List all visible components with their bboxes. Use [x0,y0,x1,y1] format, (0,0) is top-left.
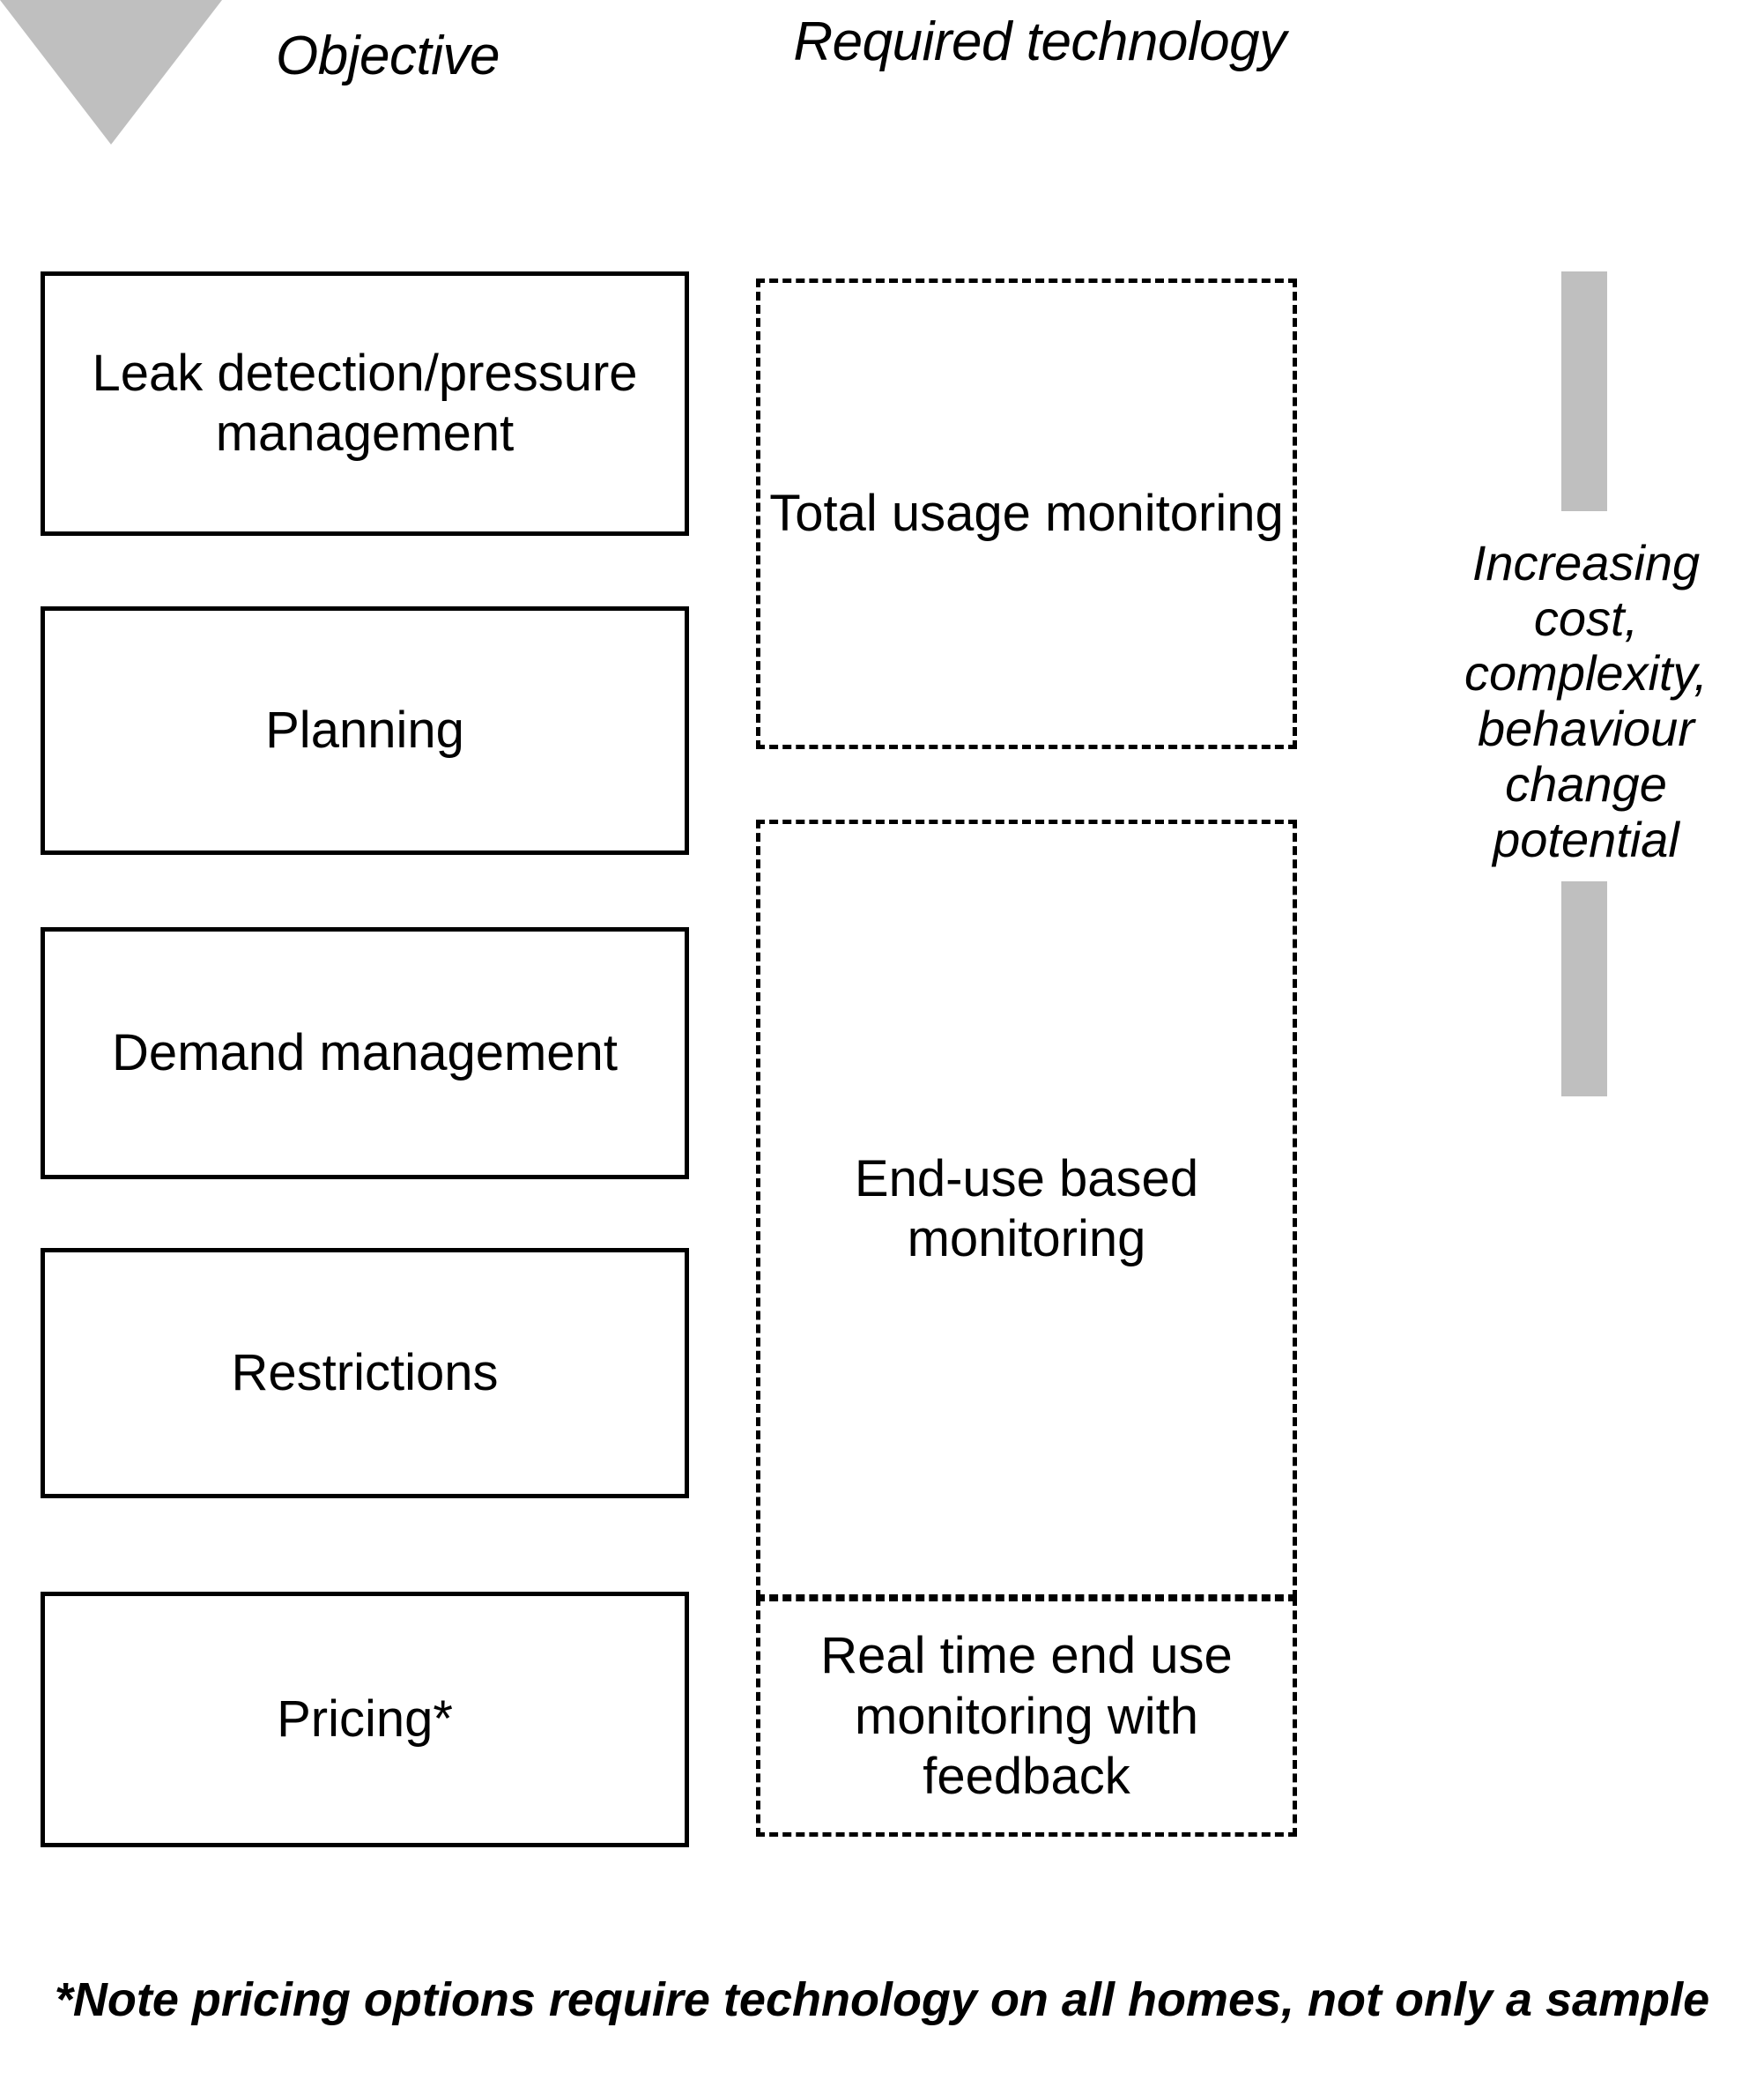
objective-box-leak-detection: Leak detection/pressure management [41,271,689,536]
objective-box-planning: Planning [41,606,689,855]
technology-box-total-usage-monitoring: Total usage monitoring [756,279,1297,749]
down-arrow-icon-head [0,0,222,145]
objective-box-pricing: Pricing* [41,1592,689,1847]
technology-box-real-time-end-use-monitoring: Real time end use monitoring with feedba… [756,1597,1297,1837]
objective-column-heading: Objective [276,26,500,86]
objective-box-restrictions: Restrictions [41,1248,689,1498]
arrow-caption-label: Increasing cost, complexity, behaviour c… [1464,535,1708,867]
down-arrow-icon-shaft-bottom [1561,881,1607,1096]
objective-box-demand-management: Demand management [41,927,689,1179]
down-arrow-icon-shaft-top [1561,271,1607,511]
required-technology-column-heading: Required technology [793,11,1286,72]
technology-box-end-use-based-monitoring: End-use based monitoring [756,820,1297,1599]
footnote-text: *Note pricing options require technology… [54,1973,1710,2026]
